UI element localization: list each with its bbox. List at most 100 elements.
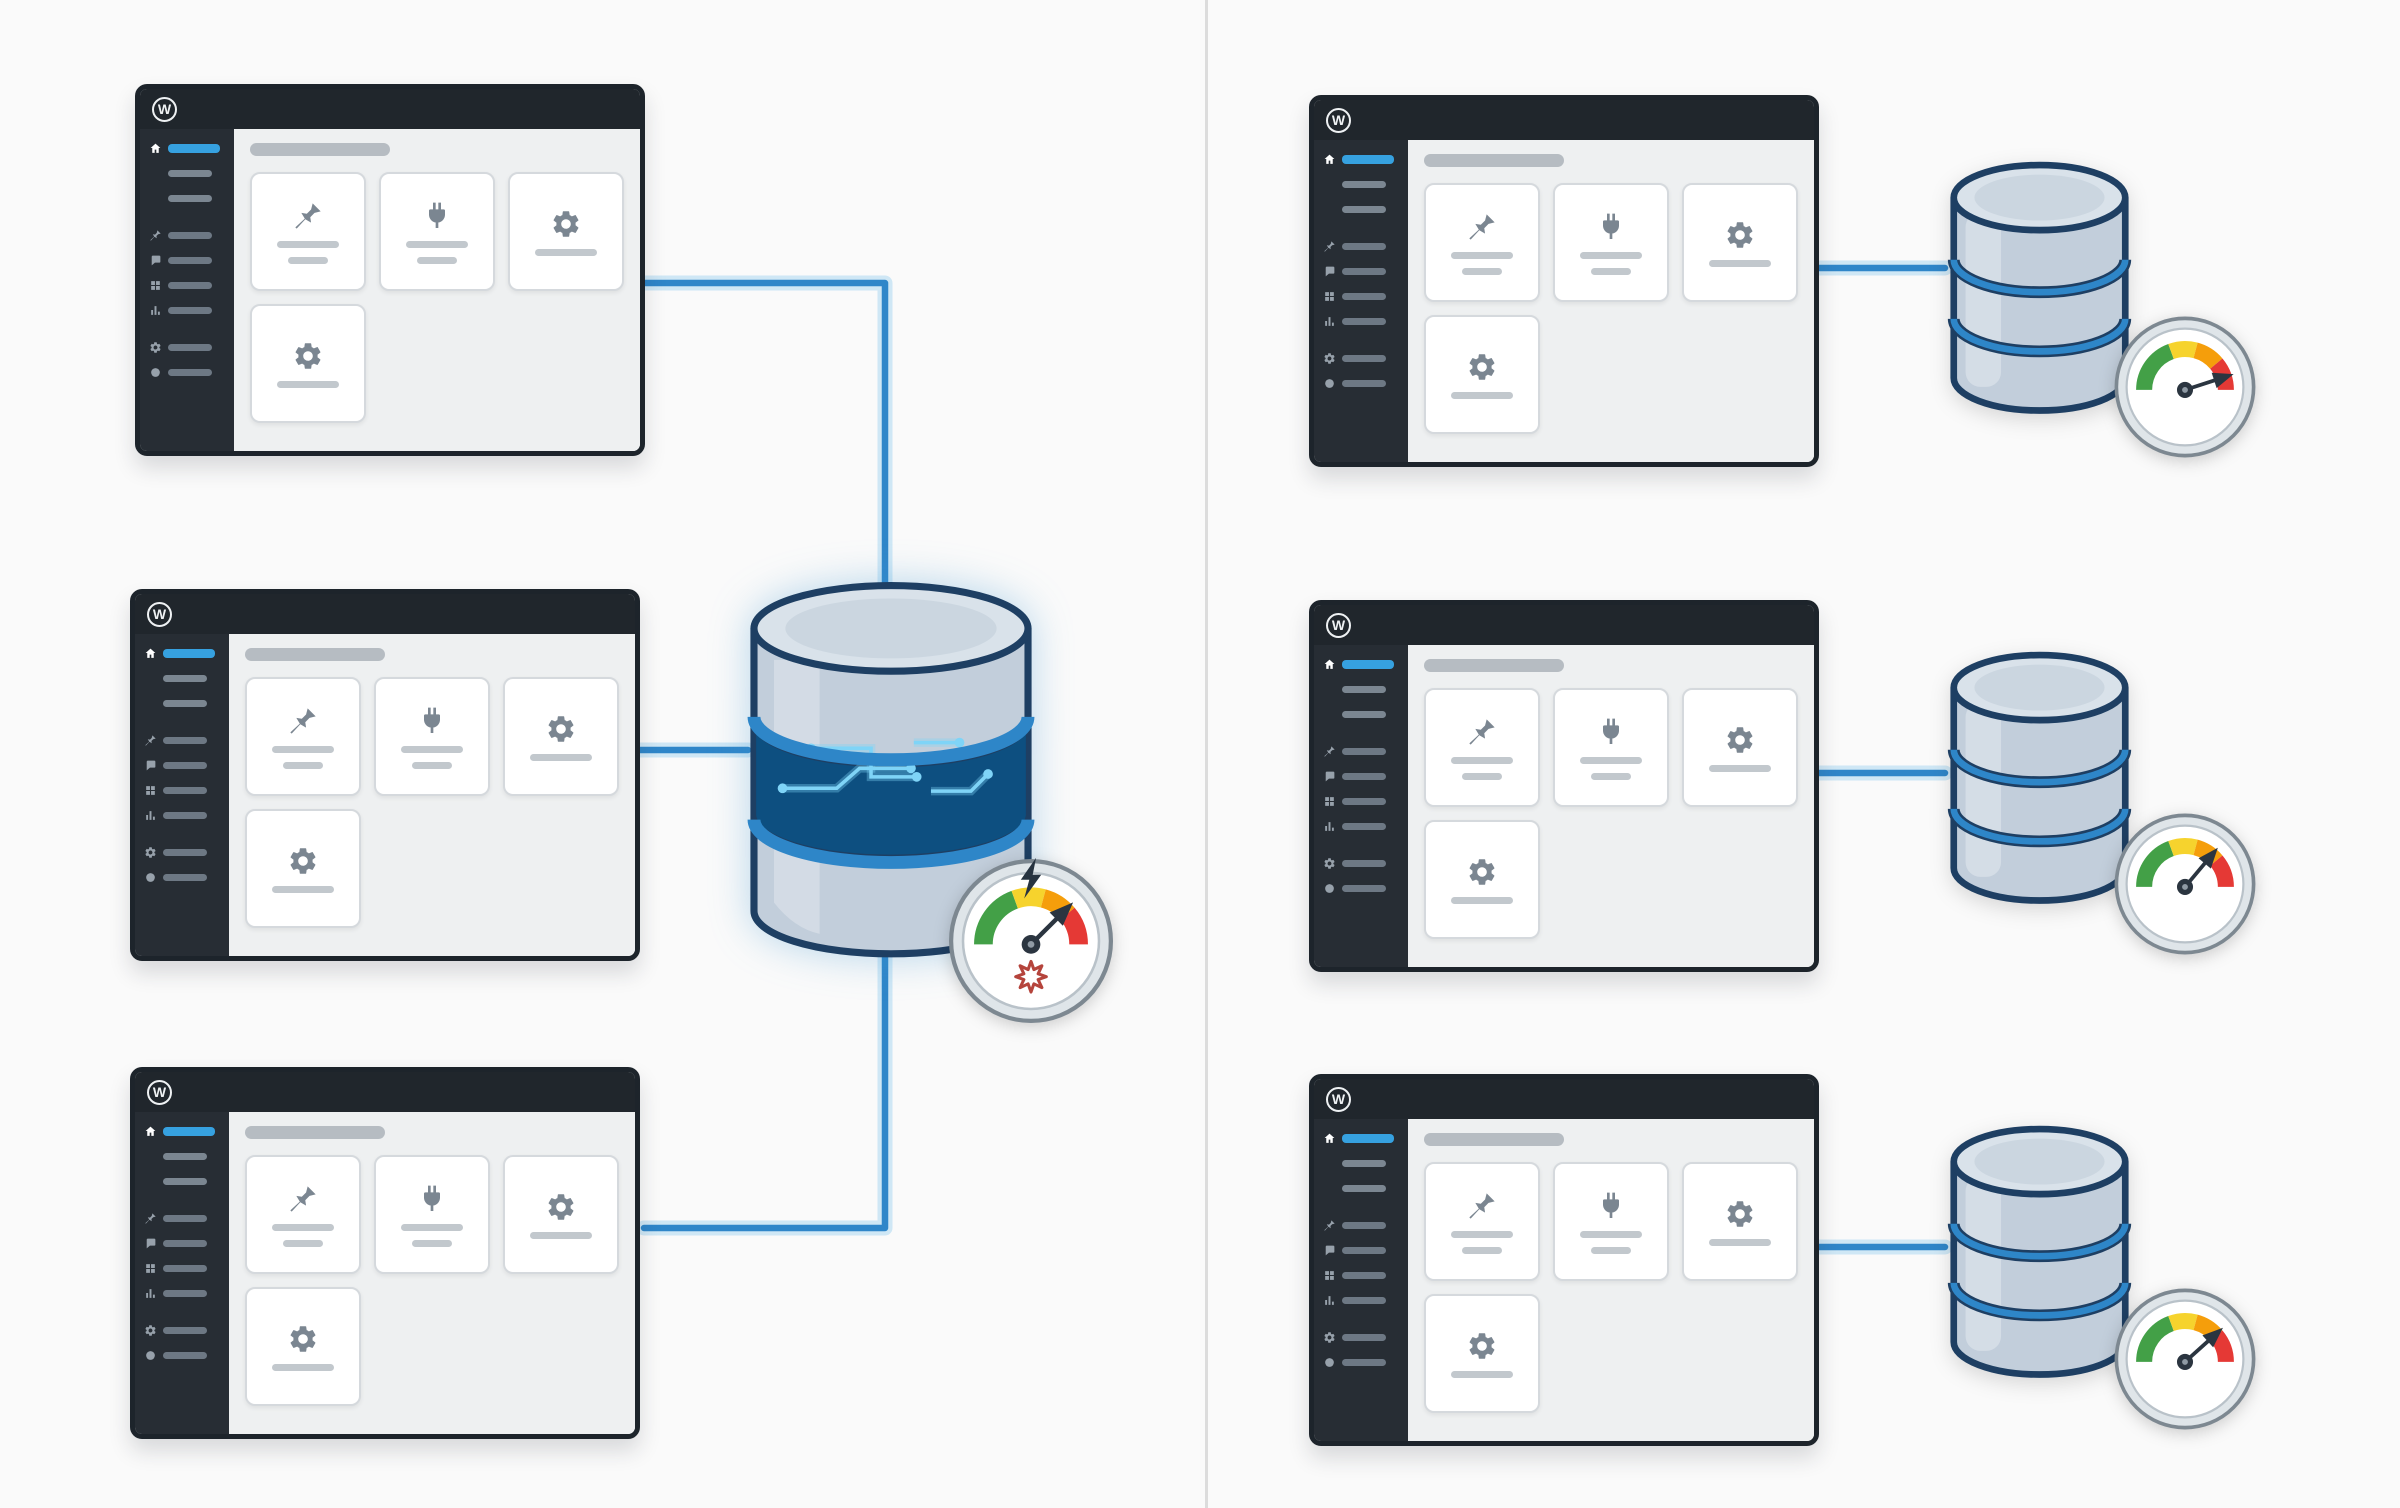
media-icon: [1323, 1269, 1336, 1282]
sidebar-item: [140, 191, 234, 206]
page-title-placeholder: [1424, 154, 1564, 167]
wordpress-site-window-6: W: [1309, 1074, 1819, 1446]
db-ring: [1950, 1223, 2129, 1260]
circle-icon: [1323, 882, 1336, 895]
menu-label-placeholder: [1342, 1334, 1386, 1341]
lightning-bolt-icon: [1020, 857, 1042, 899]
admin-content: [1408, 645, 1814, 967]
sidebar-item-settings: [1314, 856, 1408, 871]
chart-icon: [144, 809, 157, 822]
text-placeholder: [1451, 1230, 1513, 1238]
menu-label-placeholder: [163, 787, 207, 794]
pin-icon: [1466, 1190, 1498, 1222]
media-icon: [144, 1262, 157, 1275]
sidebar-item-settings: [135, 845, 229, 860]
dashboard-card-plug: [374, 677, 490, 796]
db-top-inner: [1974, 174, 2105, 221]
window-body: [140, 129, 640, 451]
gauge-svg: [2114, 316, 2256, 458]
gauge-svg: [2114, 1288, 2256, 1430]
sidebar-item-circle: [1314, 881, 1408, 896]
gauge-arc-green: [974, 890, 1019, 945]
sidebar-item-house: [135, 646, 229, 661]
menu-label-placeholder: [163, 849, 207, 856]
pin-icon: [144, 1212, 157, 1225]
menu-label-placeholder: [163, 1265, 207, 1272]
db-ring-bottom: [747, 819, 1035, 869]
menu-label-placeholder: [1342, 823, 1386, 830]
text-placeholder: [406, 240, 468, 248]
sidebar-item-chart: [135, 1286, 229, 1301]
text-placeholder: [277, 380, 339, 388]
menu-label-placeholder: [1342, 1359, 1386, 1366]
sidebar-item-media: [1314, 289, 1408, 304]
sidebar-item-chart: [140, 303, 234, 318]
text-placeholder: [1590, 267, 1632, 275]
db-top-inner: [1974, 664, 2105, 711]
gauge-arc-orange: [2193, 342, 2223, 370]
menu-label-placeholder: [168, 257, 212, 264]
sidebar-item-settings: [140, 340, 234, 355]
db-highlight: [1965, 212, 2002, 387]
gauge-arc-yellow: [2168, 341, 2198, 360]
performance-gauge-db-2: [2112, 811, 2258, 957]
settings-icon: [144, 846, 157, 859]
gauge-svg: [948, 857, 1114, 1024]
settings-icon: [1466, 351, 1498, 383]
gauge-arc: [2136, 838, 2234, 888]
menu-label-placeholder: [168, 232, 212, 239]
dedicated-database-cylinder-3: [1936, 1117, 2143, 1391]
db-highlight: [1965, 1176, 2002, 1351]
settings-icon: [144, 1324, 157, 1337]
dashboard-card-plug: [1553, 688, 1669, 807]
menu-label-placeholder: [1342, 860, 1386, 867]
circle-icon: [149, 366, 162, 379]
sidebar-item-house: [135, 1124, 229, 1139]
comments-icon: [1323, 1244, 1336, 1257]
settings-icon: [545, 1191, 577, 1223]
sidebar-item: [135, 696, 229, 711]
menu-label-placeholder: [163, 700, 207, 707]
comments-icon: [144, 1237, 157, 1250]
chart-icon: [144, 1287, 157, 1300]
dashboard-card-pin: [1424, 183, 1540, 302]
text-placeholder: [1709, 764, 1771, 772]
menu-label-placeholder: [163, 649, 215, 658]
gauge-hub-dot: [1027, 941, 1035, 948]
sidebar-item: [1314, 177, 1408, 192]
admin-content: [1408, 1119, 1814, 1441]
wordpress-site-window-4: W: [1309, 95, 1819, 467]
admin-content: [234, 129, 640, 451]
chart-icon: [149, 304, 162, 317]
text-placeholder: [401, 745, 463, 753]
database-svg: [1947, 651, 2132, 904]
menu-label-placeholder: [1342, 1222, 1386, 1229]
pin-icon: [1323, 745, 1336, 758]
wordpress-logo-icon: W: [152, 96, 177, 122]
sidebar-item-chart: [1314, 1293, 1408, 1308]
menu-label-placeholder: [1342, 243, 1386, 250]
menu-label-placeholder: [1342, 798, 1386, 805]
settings-icon: [550, 208, 582, 240]
menu-label-placeholder: [1342, 1272, 1386, 1279]
window-body: [1314, 140, 1814, 462]
pin-icon: [287, 705, 319, 737]
text-placeholder: [530, 753, 592, 761]
performance-gauge-db-3: [2112, 1286, 2258, 1432]
text-placeholder: [1451, 1370, 1513, 1378]
menu-label-placeholder: [163, 1240, 207, 1247]
page-title-placeholder: [1424, 1133, 1564, 1146]
text-placeholder: [1461, 772, 1503, 780]
gauge-arc-yellow: [2168, 1313, 2198, 1332]
settings-icon: [1466, 1330, 1498, 1362]
performance-gauge-shared-db: [946, 856, 1116, 1026]
window-body: [135, 634, 635, 956]
sidebar-item-circle: [1314, 376, 1408, 391]
wordpress-logo-icon: W: [147, 1079, 172, 1105]
menu-label-placeholder: [1342, 181, 1386, 188]
dashboard-cards: [245, 677, 619, 928]
house-icon: [144, 647, 157, 660]
admin-bar: W: [135, 594, 635, 634]
